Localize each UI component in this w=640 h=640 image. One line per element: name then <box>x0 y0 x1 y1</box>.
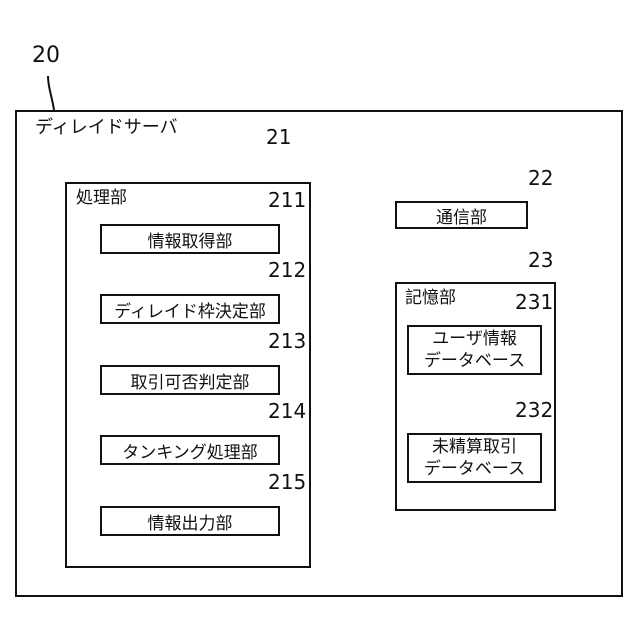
user-info-database-line2: データベース <box>424 350 525 372</box>
processing-ref: 21 <box>266 127 291 147</box>
unsettled-trade-database: 未精算取引 データベース <box>407 433 542 483</box>
unsettled-trade-database-line2: データベース <box>424 458 525 480</box>
module-trade-approval: 取引可否判定部 <box>100 365 280 395</box>
server-title: ディレイドサーバ <box>35 119 178 137</box>
module-info-acquisition: 情報取得部 <box>100 224 280 254</box>
db-ref-232: 232 <box>515 400 553 420</box>
unsettled-trade-database-line1: 未精算取引 <box>432 436 517 458</box>
module-info-output: 情報出力部 <box>100 506 280 536</box>
leader-20 <box>48 76 54 110</box>
module-ref-215: 215 <box>268 472 306 492</box>
communication-unit-box: 通信部 <box>395 201 528 229</box>
module-ref-211: 211 <box>268 190 306 210</box>
storage-title: 記憶部 <box>405 290 456 307</box>
processing-title: 処理部 <box>76 190 127 207</box>
storage-ref: 23 <box>528 250 553 270</box>
module-delayed-slot-decision: ディレイド枠決定部 <box>100 294 280 324</box>
user-info-database: ユーザ情報 データベース <box>407 325 542 375</box>
server-ref: 20 <box>32 45 60 67</box>
user-info-database-line1: ユーザ情報 <box>432 328 517 350</box>
module-ref-214: 214 <box>268 401 306 421</box>
module-ref-212: 212 <box>268 260 306 280</box>
module-ref-213: 213 <box>268 331 306 351</box>
communication-ref: 22 <box>528 168 553 188</box>
db-ref-231: 231 <box>515 292 553 312</box>
module-tanking-processing: タンキング処理部 <box>100 435 280 465</box>
